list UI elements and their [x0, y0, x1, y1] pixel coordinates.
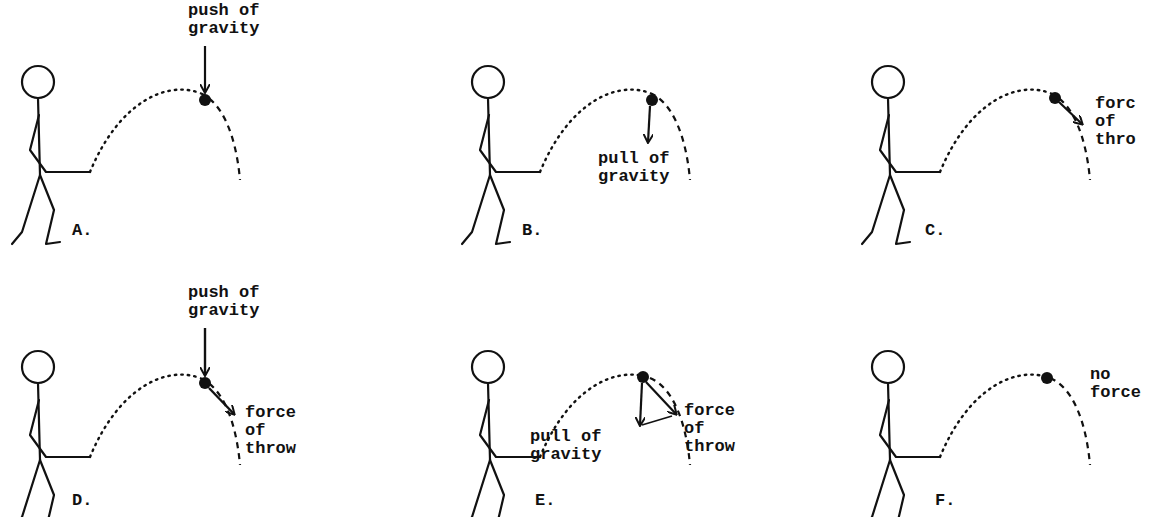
force-label: forc of thro — [1095, 95, 1141, 149]
panel-letter: D. — [72, 492, 103, 510]
panel-f — [862, 351, 1090, 517]
panel-b — [462, 66, 690, 244]
panel-a — [12, 46, 240, 244]
panel-letter: A. — [72, 222, 103, 240]
panel-letter: C. — [925, 222, 956, 240]
force-label: push of gravity — [188, 284, 265, 320]
panel-letter: F. — [935, 492, 966, 510]
force-label: push of gravity — [188, 2, 265, 38]
force-label: force of throw — [245, 404, 301, 458]
force-label: pull of gravity — [530, 428, 607, 464]
panel-e — [462, 351, 690, 517]
force-label: pull of gravity — [598, 150, 675, 186]
force-label: force of throw — [684, 402, 740, 456]
force-label: no force — [1090, 366, 1131, 402]
panel-letter: B. — [522, 222, 553, 240]
panel-c — [862, 66, 1090, 244]
panel-d — [12, 328, 240, 517]
panel-letter: E. — [535, 492, 566, 510]
